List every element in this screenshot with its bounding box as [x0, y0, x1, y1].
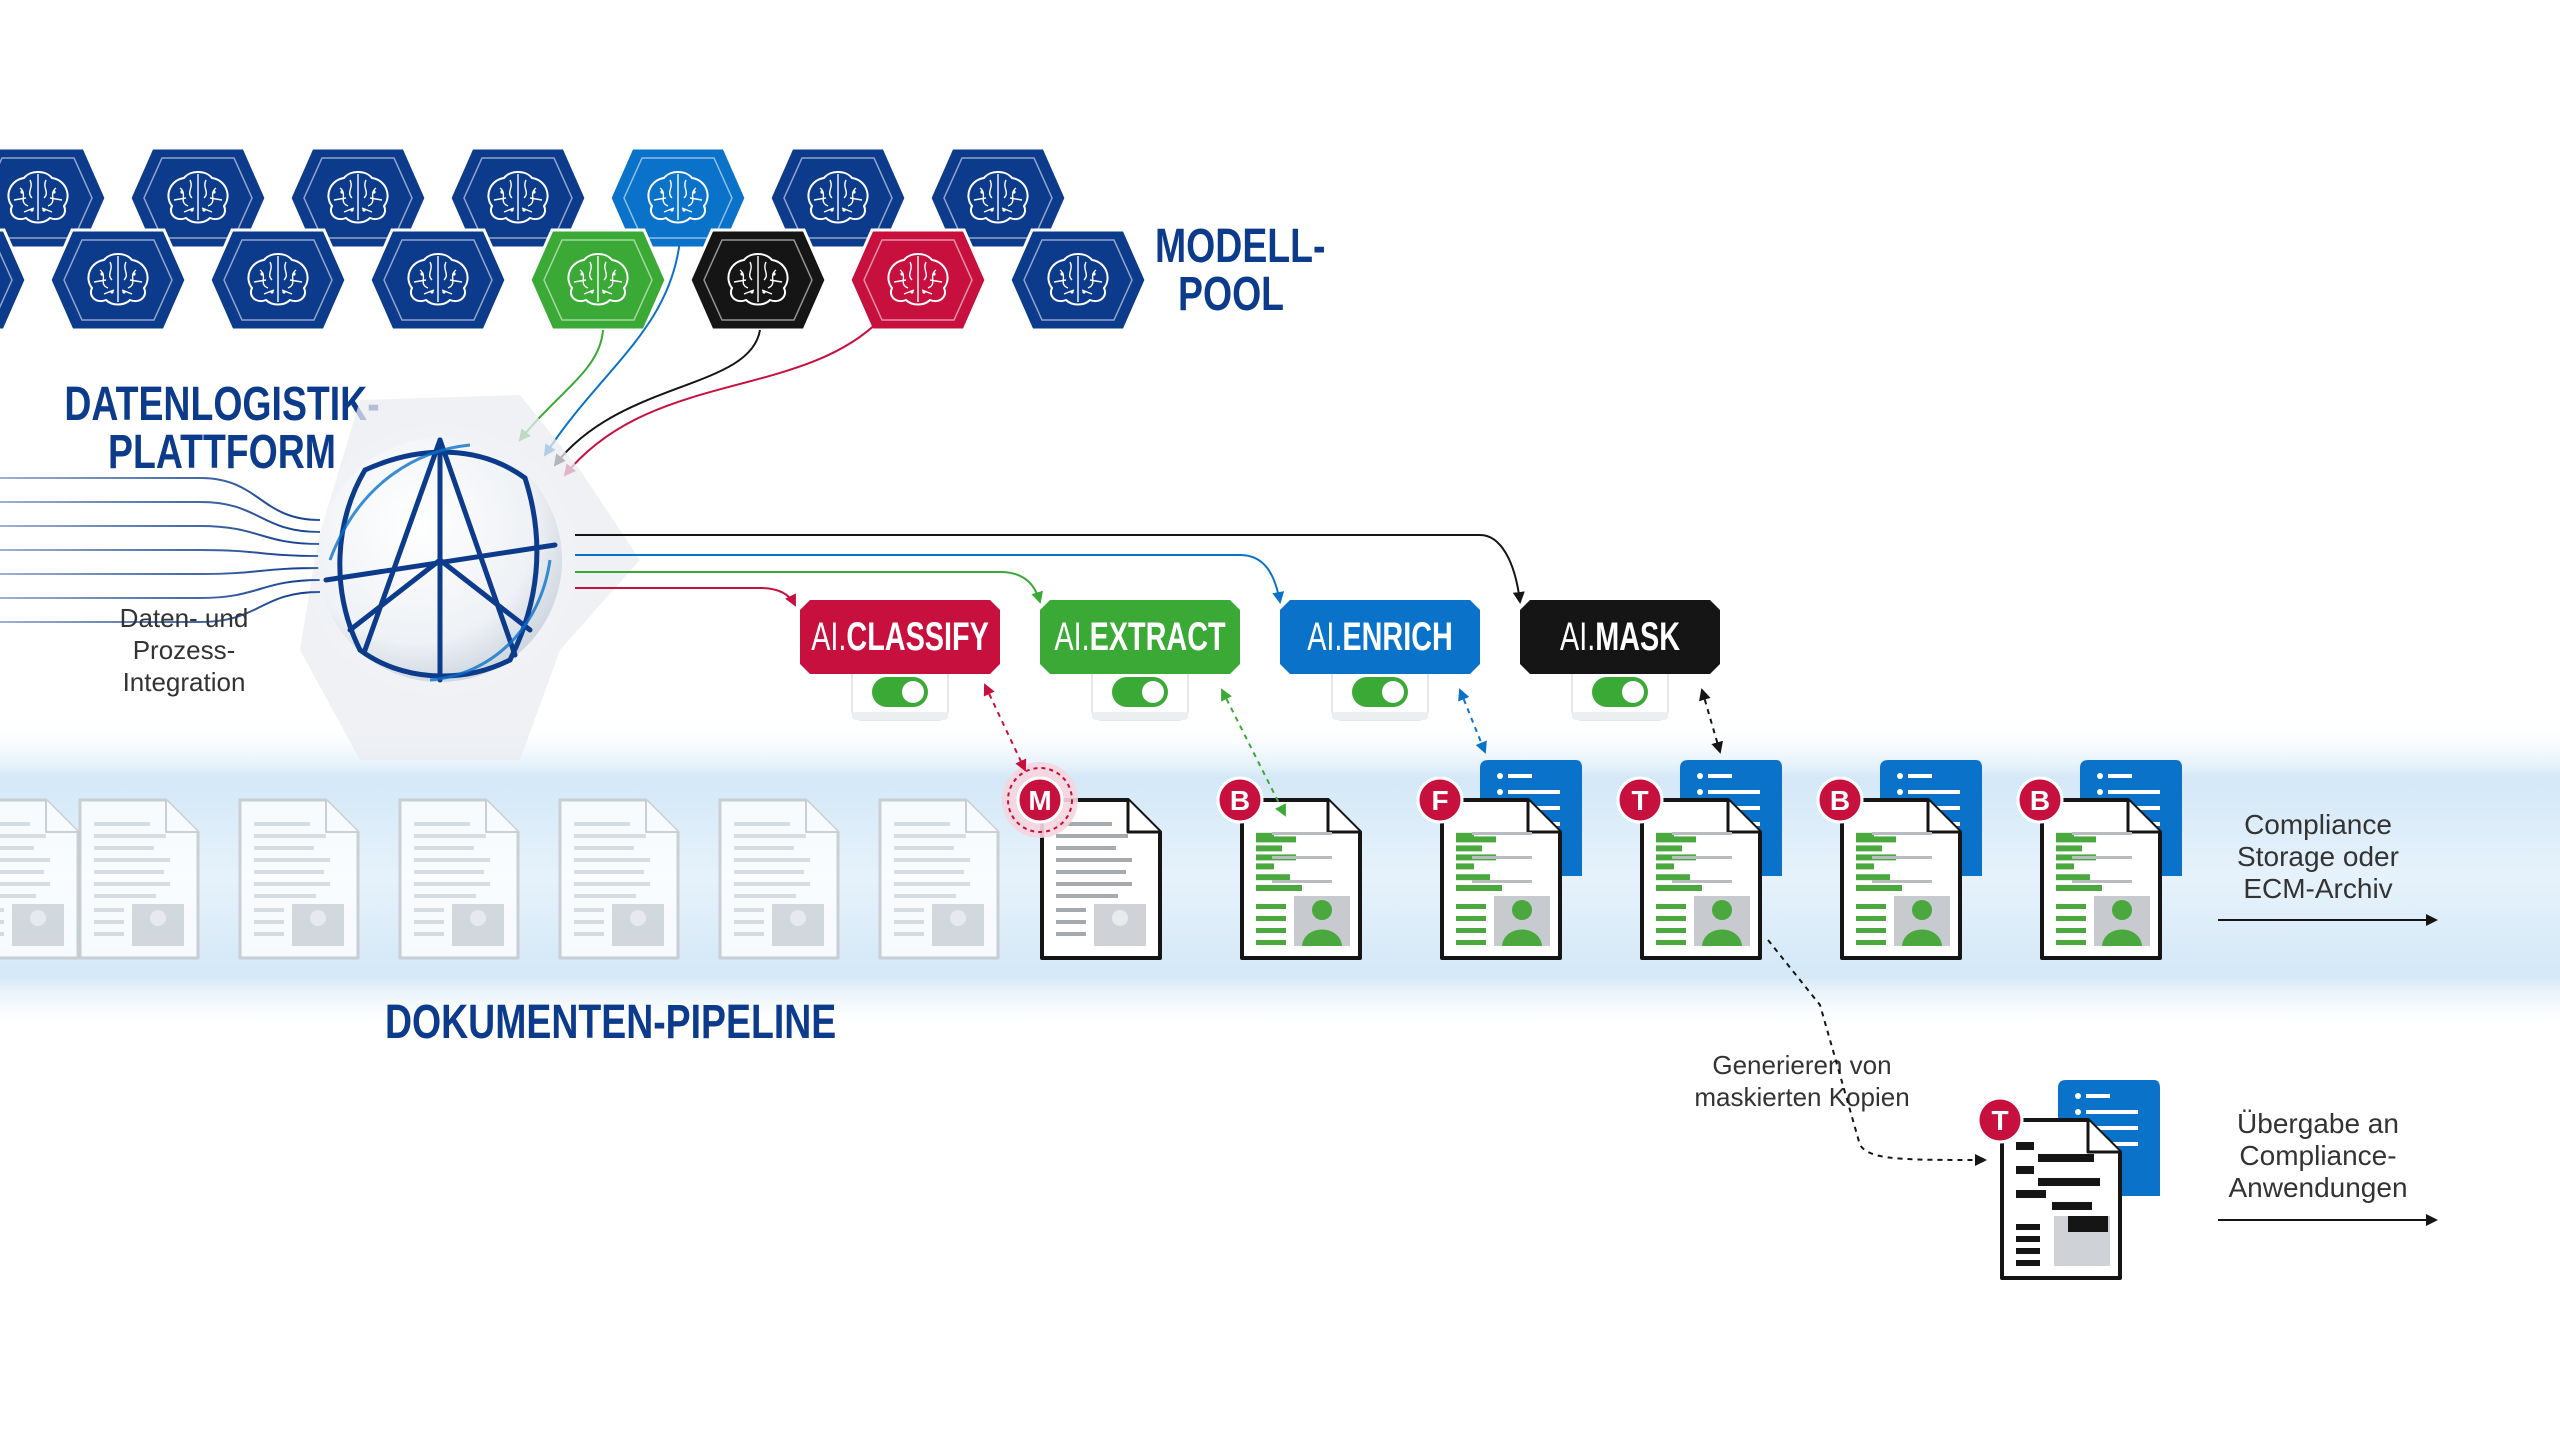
output1-line3: ECM-Archiv — [2243, 873, 2392, 904]
module-label: AI.EXTRACT — [1054, 614, 1225, 659]
ai-modules: AI.CLASSIFY AI.EXTRACT AI.ENRICH AI.MASK — [800, 600, 1720, 721]
model-hex — [368, 228, 508, 332]
model-hex — [528, 228, 668, 332]
toggle-switch-icon[interactable] — [1592, 677, 1648, 707]
incoming-documents — [0, 798, 1000, 960]
model-hex — [1008, 228, 1148, 332]
module-classify: AI.CLASSIFY — [800, 600, 1000, 721]
model-hex — [688, 228, 828, 332]
generate-line2: maskierten Kopien — [1694, 1082, 1909, 1112]
svg-text:F: F — [1431, 785, 1448, 816]
network-sphere-icon — [302, 422, 578, 698]
integration-text-3: Integration — [123, 667, 246, 697]
output2-line1: Übergabe an — [2237, 1108, 2399, 1139]
pipeline-label: DOKUMENTEN-PIPELINE — [385, 996, 836, 1050]
platform-title-line1: DATENLOGISTIK- — [64, 378, 379, 432]
doc-badge: T — [1976, 1096, 2024, 1144]
integration-line — [0, 501, 321, 533]
document-icon: B — [1816, 760, 1982, 960]
module-extract: AI.EXTRACT — [1040, 600, 1240, 721]
model-pool — [0, 146, 1148, 332]
modellpool-title-line1: MODELL- — [1155, 220, 1325, 274]
integration-text-2: Prozess- — [133, 635, 236, 665]
document-icon — [558, 798, 680, 960]
document-icon: M — [1002, 762, 1162, 960]
document-icon: T — [1616, 760, 1782, 960]
document-icon — [0, 798, 80, 960]
platform-to-module-arrows — [575, 534, 1525, 607]
svg-text:T: T — [1631, 785, 1648, 816]
generate-line1: Generieren von — [1712, 1050, 1891, 1080]
svg-text:M: M — [1028, 785, 1051, 816]
module-document-links — [983, 683, 1723, 817]
svg-text:B: B — [1830, 785, 1850, 816]
toggle-switch-icon[interactable] — [872, 677, 928, 707]
document-icon: F — [1416, 760, 1582, 960]
module-label: AI.MASK — [1560, 614, 1680, 659]
model-hex — [0, 228, 28, 332]
svg-text:T: T — [1991, 1105, 2008, 1136]
module-label: AI.CLASSIFY — [811, 614, 989, 659]
document-icon: B — [2016, 760, 2182, 960]
doc-badge: B — [2016, 776, 2064, 824]
output1-line2: Storage oder — [2237, 841, 2399, 872]
integration-line — [0, 525, 321, 545]
toggle-switch-icon[interactable] — [1112, 677, 1168, 707]
document-icon — [878, 798, 1000, 960]
integration-line — [0, 549, 321, 557]
doc-badge: M — [1002, 762, 1078, 838]
integration-text-1: Daten- und — [120, 603, 249, 633]
integration-lines — [0, 477, 321, 623]
platform-title-line2: PLATTFORM — [108, 426, 336, 480]
doc-badge: B — [1216, 776, 1264, 824]
module-enrich: AI.ENRICH — [1280, 600, 1480, 721]
model-hex — [848, 228, 988, 332]
document-icon — [238, 798, 360, 960]
module-mask: AI.MASK — [1520, 600, 1720, 721]
output2-line2: Compliance- — [2239, 1140, 2396, 1171]
integration-line — [0, 477, 321, 521]
document-icon — [78, 798, 200, 960]
doc-badge: T — [1616, 776, 1664, 824]
svg-text:B: B — [2030, 785, 2050, 816]
toggle-switch-icon[interactable] — [1352, 677, 1408, 707]
document-icon — [398, 798, 520, 960]
model-hex — [208, 228, 348, 332]
integration-line — [0, 579, 321, 599]
modellpool-title-line2: POOL — [1178, 268, 1284, 322]
integration-line — [0, 567, 321, 575]
document-icon — [718, 798, 840, 960]
masked-document: T — [1976, 1080, 2160, 1280]
module-label: AI.ENRICH — [1307, 614, 1453, 659]
doc-badge: B — [1816, 776, 1864, 824]
model-hex — [48, 228, 188, 332]
integration-line — [0, 591, 321, 623]
output1-line1: Compliance — [2244, 809, 2392, 840]
svg-text:B: B — [1230, 785, 1250, 816]
doc-badge: F — [1416, 776, 1464, 824]
output2-line3: Anwendungen — [2228, 1172, 2407, 1203]
